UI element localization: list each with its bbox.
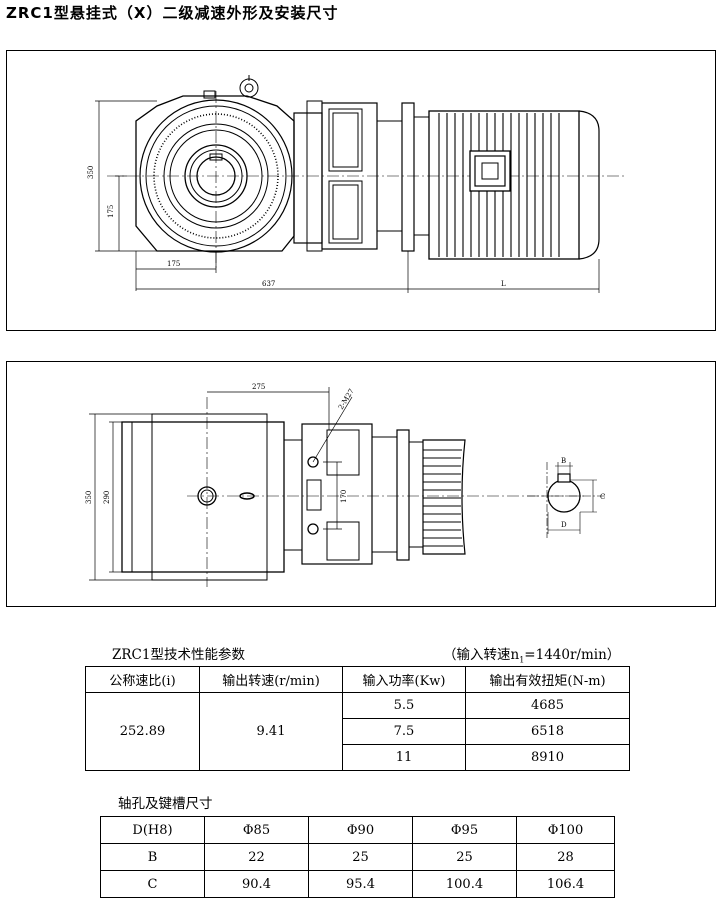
dim-height-170: 170	[340, 490, 348, 503]
table-cell: Φ90	[308, 816, 413, 844]
bore-keyway-table: D(H8) Φ85 Φ90 Φ95 Φ100 B 22 25 25 28 C 9…	[100, 816, 615, 898]
top-view-dimension-labels: 275 2-M27 350 290 170 B C D	[85, 383, 605, 529]
dim-height-350: 350	[87, 166, 95, 179]
perf-table-title: ZRC1型技术性能参数	[112, 647, 245, 663]
bore-table-title: 轴孔及键槽尺寸	[118, 796, 213, 812]
torque-cell: 8910	[465, 744, 630, 771]
table-cell: 22	[204, 843, 309, 871]
output-speed-cell: 9.41	[199, 692, 343, 771]
table-header-row: 公称速比(i) 输出转速(r/min) 输入功率(Kw) 输出有效扭矩(N-m)	[85, 666, 630, 693]
table-cell: Φ95	[412, 816, 517, 844]
dim-width-637: 637	[262, 280, 275, 288]
front-view-drawing	[95, 75, 627, 293]
top-view-drawing	[89, 387, 607, 587]
ratio-cell: 252.89	[85, 692, 200, 771]
table-cell: Φ85	[204, 816, 309, 844]
table-row: C 90.4 95.4 100.4 106.4	[100, 870, 615, 898]
keyway-label-C: C	[600, 493, 605, 501]
front-view-dimension-labels: 350 175 175 637 L	[87, 166, 506, 288]
power-cell: 11	[342, 744, 466, 771]
bolt-label-2-M27: 2-M27	[337, 387, 356, 411]
table-cell: 100.4	[412, 870, 517, 898]
keyway-label-B: B	[561, 457, 566, 465]
table-row: D(H8) Φ85 Φ90 Φ95 Φ100	[100, 816, 615, 844]
table-row: 252.89 9.41 5.5 4685	[85, 692, 630, 771]
input-speed-note: （输入转速n1=1440r/min）	[443, 643, 620, 665]
dim-width-175: 175	[167, 260, 180, 268]
header-cell: 公称速比(i)	[85, 666, 200, 693]
input-speed-note-prefix: （输入转速n	[443, 647, 520, 663]
input-speed-note-subscript: 1	[519, 655, 525, 665]
table-cell: B	[100, 843, 205, 871]
dim-width-275: 275	[252, 383, 265, 391]
table-cell: 28	[516, 843, 615, 871]
dim-height-290: 290	[103, 491, 111, 504]
front-view-drawing-panel: 350 175 175 637 L	[6, 50, 716, 331]
table-cell: D(H8)	[100, 816, 205, 844]
power-cell: 7.5	[342, 718, 466, 745]
input-speed-note-suffix: =1440r/min）	[524, 647, 621, 663]
dim-height-175: 175	[107, 205, 115, 218]
keyway-label-D: D	[561, 521, 567, 529]
header-cell: 输入功率(Kw)	[342, 666, 466, 693]
table-row: 11 8910	[86, 744, 630, 771]
dim-length-L: L	[501, 280, 506, 288]
top-view-drawing-panel: 275 2-M27 350 290 170 B C D	[6, 361, 716, 607]
header-cell: 输出有效扭矩(N-m)	[465, 666, 630, 693]
header-cell: 输出转速(r/min)	[199, 666, 343, 693]
power-cell: 5.5	[342, 692, 466, 719]
torque-cell: 6518	[465, 718, 630, 745]
table-row: B 22 25 25 28	[100, 843, 615, 871]
table-cell: Φ100	[516, 816, 615, 844]
torque-cell: 4685	[465, 692, 630, 719]
table-cell: 95.4	[308, 870, 413, 898]
dim-height-350: 350	[85, 491, 93, 504]
performance-table: 公称速比(i) 输出转速(r/min) 输入功率(Kw) 输出有效扭矩(N-m)…	[85, 666, 630, 771]
table-cell: 25	[308, 843, 413, 871]
table-cell: C	[100, 870, 205, 898]
table-cell: 25	[412, 843, 517, 871]
table-cell: 90.4	[204, 870, 309, 898]
table-cell: 106.4	[516, 870, 615, 898]
page-title: ZRC1型悬挂式（X）二级减速外形及安装尺寸	[6, 4, 339, 22]
